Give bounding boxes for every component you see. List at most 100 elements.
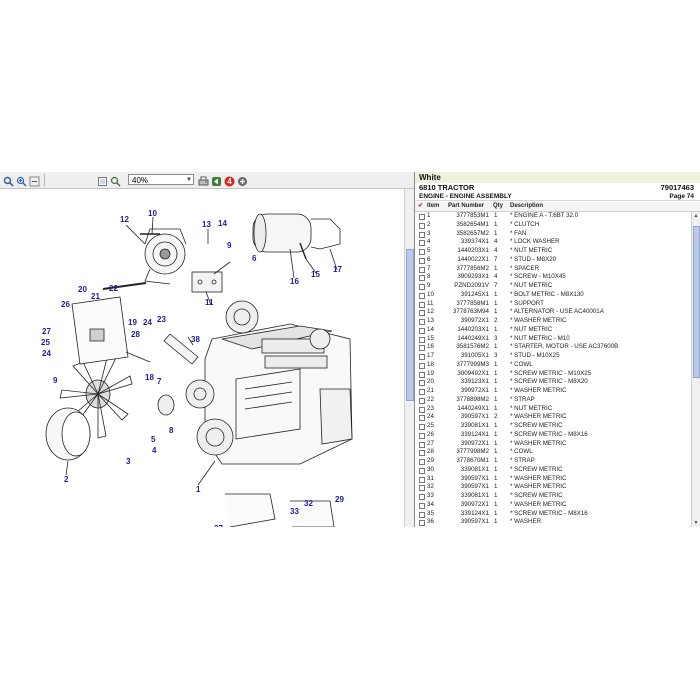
table-row[interactable]: 33 339081X1 1 * SCREW METRIC [415, 492, 691, 501]
callout-label[interactable]: 12 [120, 215, 129, 224]
row-checkbox[interactable] [419, 214, 425, 220]
table-row[interactable]: 7 3777856M2 1 * SPACER [415, 265, 691, 274]
row-checkbox[interactable] [419, 502, 425, 509]
callout-label[interactable]: 4 [152, 446, 157, 455]
diagram-scrollbar[interactable] [404, 189, 414, 527]
row-checkbox[interactable] [419, 249, 425, 255]
column-qty[interactable]: Qty [493, 203, 504, 209]
row-part-number[interactable]: 339124X1 [460, 430, 489, 438]
callout-label[interactable]: 15 [311, 270, 320, 279]
row-checkbox[interactable] [419, 467, 425, 474]
row-checkbox[interactable] [419, 222, 425, 229]
row-part-number[interactable]: 390972X1 [460, 439, 489, 447]
callout-label[interactable]: 38 [191, 335, 200, 344]
callout-label[interactable]: 25 [41, 338, 50, 347]
table-row[interactable]: 22 3778898M2 1 * STRAP [415, 396, 691, 405]
row-part-number[interactable]: 1440203X1 [457, 247, 489, 254]
chevron-down-icon[interactable]: ▼ [186, 177, 192, 183]
row-part-number[interactable]: 1440249X1 [457, 334, 489, 342]
table-row[interactable]: 23 1440249X1 1 * NUT METRIC [415, 405, 691, 414]
row-checkbox[interactable] [419, 292, 425, 299]
row-part-number[interactable]: 3778670M1 [456, 457, 489, 464]
table-row[interactable]: 10 391245X1 1 * BOLT METRIC - M8X130 [415, 291, 691, 300]
row-part-number[interactable]: 3778898M2 [456, 395, 489, 403]
row-checkbox[interactable] [419, 310, 425, 317]
table-row[interactable]: 8 3909293X1 4 * SCREW - M10X45 [415, 273, 691, 282]
row-part-number[interactable]: 1440022X1 [457, 255, 489, 263]
row-checkbox[interactable] [419, 336, 425, 343]
row-checkbox[interactable] [419, 520, 425, 527]
table-row[interactable]: 16 3581576M2 1 * STARTER, MOTOR - USE AC… [415, 343, 691, 352]
table-row[interactable]: 19 3009492X1 1 * SCREW METRIC - M10X25 [415, 370, 691, 379]
callout-label[interactable]: 22 [109, 284, 118, 293]
callout-label[interactable]: 14 [218, 219, 227, 228]
table-row[interactable]: 12 3778763M94 1 * ALTERNATOR - USE AC400… [415, 308, 691, 317]
callout-label[interactable]: 9 [227, 241, 232, 250]
pan-icon[interactable] [110, 174, 121, 187]
table-row[interactable]: 6 1440022X1 7 * STUD - M8X20 [415, 256, 691, 265]
row-checkbox[interactable] [419, 459, 425, 465]
row-checkbox[interactable] [419, 450, 425, 457]
row-part-number[interactable]: 339124X1 [460, 509, 489, 517]
scrollbar-thumb[interactable] [406, 249, 414, 401]
callout-label[interactable]: 21 [91, 292, 100, 301]
table-row[interactable]: 29 3778670M1 1 * STRAP [415, 457, 691, 466]
row-checkbox[interactable] [419, 380, 425, 387]
callout-label[interactable]: 28 [131, 330, 140, 339]
table-row[interactable]: 30 339081X1 1 * SCREW METRIC [415, 466, 691, 475]
row-part-number[interactable]: 3582657M2 [456, 229, 489, 237]
row-part-number[interactable]: 339123X1 [460, 378, 489, 386]
callout-label[interactable]: 29 [335, 495, 344, 504]
table-row[interactable]: 28 3777998M2 1 * COWL [415, 448, 691, 457]
row-part-number[interactable]: 3009492X1 [457, 369, 489, 377]
callout-label[interactable]: 8 [169, 426, 174, 435]
row-checkbox[interactable] [419, 476, 425, 483]
zoom-in-icon[interactable] [16, 174, 27, 187]
fit-page-icon[interactable] [97, 174, 108, 186]
row-checkbox[interactable] [419, 441, 425, 448]
callout-label[interactable]: 18 [145, 373, 154, 382]
table-row[interactable]: 24 390597X1 2 * WASHER METRIC [415, 413, 691, 422]
row-checkbox[interactable] [419, 301, 425, 308]
row-checkbox[interactable] [419, 397, 425, 404]
table-row[interactable]: 20 339123X1 1 * SCREW METRIC - M8X20 [415, 378, 691, 387]
row-part-number[interactable]: 3777999M3 [456, 360, 489, 368]
table-row[interactable]: 17 391005X1 3 * STUD - M10X25 [415, 352, 691, 361]
callout-label[interactable]: 26 [61, 300, 70, 309]
callout-label[interactable]: 13 [202, 220, 211, 229]
row-part-number[interactable]: 391245X1 [460, 290, 489, 298]
column-part-number[interactable]: Part Number [448, 203, 485, 209]
row-part-number[interactable]: 3777853M1 [456, 212, 489, 219]
table-row[interactable]: 34 390972X1 1 * WASHER METRIC [415, 501, 691, 510]
table-row[interactable]: 11 3777858M1 1 * SUPPORT [415, 300, 691, 309]
column-item[interactable]: Item [427, 203, 440, 209]
callout-label[interactable]: 3 [126, 457, 131, 466]
row-part-number[interactable]: 339374X1 [460, 238, 489, 246]
row-part-number[interactable]: 1440203X1 [457, 325, 489, 333]
table-row[interactable]: 4 339374X1 4 * LOCK WASHER [415, 238, 691, 247]
row-part-number[interactable]: 390972X1 [460, 317, 489, 324]
row-part-number[interactable]: 339081X1 [460, 422, 489, 429]
row-checkbox[interactable] [419, 284, 425, 290]
row-part-number[interactable]: 3909293X1 [457, 273, 489, 281]
column-description[interactable]: Description [510, 203, 544, 209]
callout-label[interactable]: 10 [148, 209, 157, 218]
row-checkbox[interactable] [419, 319, 425, 325]
scroll-down-icon[interactable]: ▼ [693, 520, 699, 526]
table-row[interactable]: 35 339124X1 1 * SCREW METRIC - M8X16 [415, 510, 691, 519]
callout-label[interactable]: 5 [151, 435, 156, 444]
back-icon[interactable] [211, 174, 222, 186]
callout-label[interactable]: 20 [78, 285, 87, 294]
callout-label[interactable]: 11 [205, 298, 214, 307]
row-checkbox[interactable] [419, 415, 425, 422]
row-checkbox[interactable] [419, 231, 425, 238]
row-checkbox[interactable] [419, 406, 425, 413]
alert-icon[interactable]: 4 [224, 174, 235, 187]
search-icon[interactable] [3, 174, 14, 187]
table-row[interactable]: 15 1440249X1 3 * NUT METRIC - M10 [415, 335, 691, 344]
row-checkbox[interactable] [419, 485, 425, 492]
table-row[interactable]: 14 1440203X1 1 * NUT METRIC [415, 326, 691, 335]
table-row[interactable]: 13 390972X1 2 * WASHER METRIC [415, 317, 691, 326]
table-row[interactable]: 3 3582657M2 1 * FAN [415, 230, 691, 239]
callout-label[interactable]: 24 [42, 349, 51, 358]
